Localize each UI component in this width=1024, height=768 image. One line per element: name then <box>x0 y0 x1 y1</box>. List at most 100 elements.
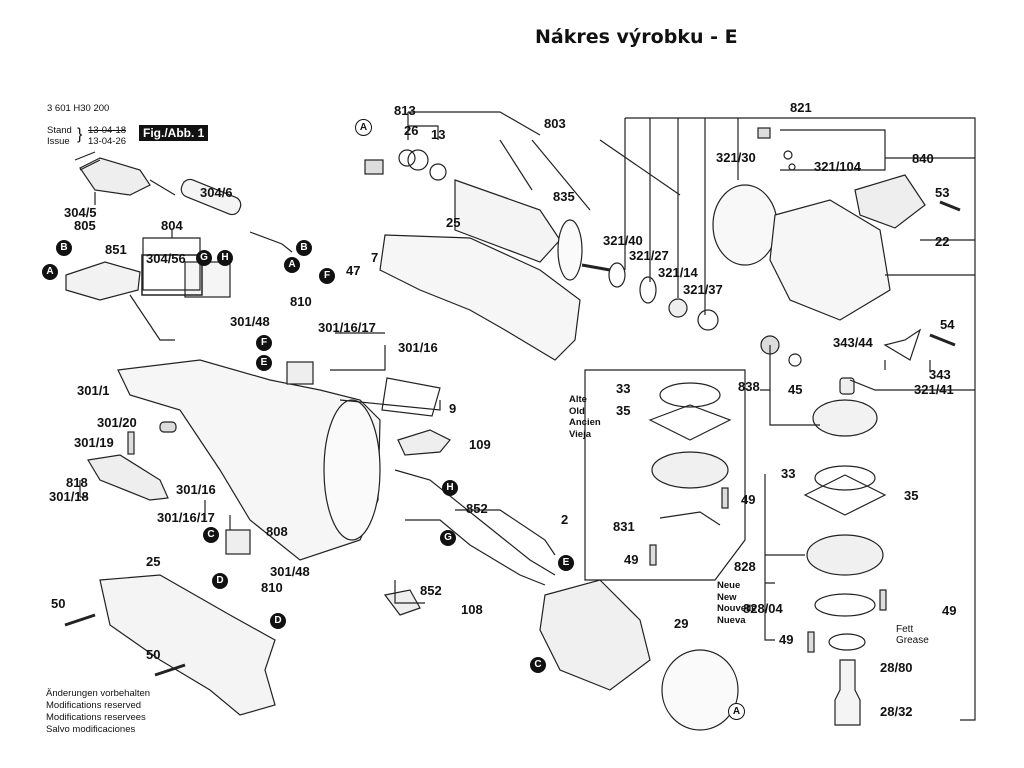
callout-321-40: 321/40 <box>603 233 643 248</box>
part-number: 3 601 H30 200 <box>47 103 110 114</box>
callout-828-04: 828/04 <box>743 601 783 616</box>
callout-49-old-left: 49 <box>624 552 639 567</box>
old-label-fr: Ancien <box>569 417 601 428</box>
connector-h-bottom: H <box>442 480 458 496</box>
field-coil-drawing <box>383 469 739 731</box>
callout-28-80: 28/80 <box>880 660 913 675</box>
callout-301-48-top: 301/48 <box>230 314 270 329</box>
callout-321-14: 321/14 <box>658 265 698 280</box>
callout-804: 804 <box>161 218 183 233</box>
old-label-de: Alte <box>569 394 587 405</box>
callout-35-old: 35 <box>616 403 631 418</box>
handle-bottom-drawing <box>99 574 276 716</box>
connector-h-top: H <box>217 250 233 266</box>
callout-301-20: 301/20 <box>97 415 137 430</box>
grease-note: Fett Grease <box>896 624 929 646</box>
callout-25-top: 25 <box>446 215 461 230</box>
callout-50-bottom: 50 <box>146 647 161 662</box>
part-818-drawing <box>87 454 169 501</box>
connector-f-mid: F <box>256 335 272 351</box>
old-bearing-flange-drawing <box>648 382 732 566</box>
figure-label: Fig./Abb. 1 <box>139 125 209 141</box>
callout-109: 109 <box>469 437 491 452</box>
connector-b-left: B <box>56 240 72 256</box>
callout-26: 26 <box>404 123 419 138</box>
callout-301-1: 301/1 <box>77 383 110 398</box>
grease-label-de: Fett <box>896 624 914 635</box>
callout-54: 54 <box>940 317 955 332</box>
callout-803: 803 <box>544 116 566 131</box>
grease-label-en: Grease <box>896 635 929 646</box>
connector-d-right: D <box>270 613 286 629</box>
callout-304-56: 304/56 <box>146 251 186 266</box>
callout-840: 840 <box>912 151 934 166</box>
callout-13: 13 <box>431 127 446 142</box>
switch-box-drawing <box>65 254 231 341</box>
callout-813: 813 <box>394 103 416 118</box>
callout-25-bottom: 25 <box>146 554 161 569</box>
part-109-drawing <box>397 429 451 456</box>
screw-50a-drawing <box>64 613 96 627</box>
old-label-en: Old <box>569 405 585 417</box>
connector-e-mid: E <box>256 355 272 371</box>
new-label-en: New <box>717 591 737 603</box>
callout-7: 7 <box>371 250 379 265</box>
callout-818: 818 <box>66 475 88 490</box>
connector-a-outline-top: A <box>355 119 372 136</box>
armature-drawing <box>364 149 611 281</box>
issue-date: 13-04-26 <box>88 136 127 147</box>
screw-50b-drawing <box>154 663 186 677</box>
page-title: Nákres výrobku - E <box>535 26 738 48</box>
stand-label: Stand <box>47 125 72 136</box>
callout-53: 53 <box>935 185 950 200</box>
stand-date: 13-04-18 <box>88 125 127 136</box>
callout-301-16-bottom: 301/16 <box>176 482 216 497</box>
disclaimer-de: Änderungen vorbehalten <box>46 688 151 699</box>
power-plug-drawing <box>74 151 293 253</box>
plate-9-drawing <box>381 377 441 417</box>
callout-50-left: 50 <box>51 596 66 611</box>
callout-838: 838 <box>738 379 760 394</box>
callout-810-top: 810 <box>290 294 312 309</box>
callout-852-top: 852 <box>466 501 488 516</box>
callout-301-48-bottom: 301/48 <box>270 564 310 579</box>
callout-22: 22 <box>935 234 950 249</box>
callout-343: 343 <box>929 367 951 382</box>
new-version-labels: Neue New Nouvelle Nueva <box>717 580 757 626</box>
connector-f-top: F <box>319 268 335 284</box>
connector-g-top: G <box>196 250 212 266</box>
connector-c-bottom: C <box>530 657 546 673</box>
callout-301-16-top: 301/16 <box>398 340 438 355</box>
brace-glyph: } <box>77 126 83 143</box>
callout-852-bottom: 852 <box>420 583 442 598</box>
callout-821: 821 <box>790 100 812 115</box>
callout-2: 2 <box>561 512 569 527</box>
callout-321-37: 321/37 <box>683 282 723 297</box>
brush-holder-bottom-drawing <box>225 529 251 555</box>
disclaimer-es: Salvo modificaciones <box>46 724 136 735</box>
callout-49-old-right: 49 <box>741 492 756 507</box>
connector-g-bottom: G <box>440 530 456 546</box>
old-version-frame <box>584 369 746 581</box>
new-label-de: Neue <box>717 580 741 591</box>
handle-top-drawing <box>379 234 581 361</box>
callout-321-30: 321/30 <box>716 150 756 165</box>
callout-49-new-right: 49 <box>942 603 957 618</box>
callout-343-44: 343/44 <box>833 335 873 350</box>
callout-321-27: 321/27 <box>629 248 669 263</box>
callout-108: 108 <box>461 602 483 617</box>
callout-805: 805 <box>74 218 96 233</box>
callout-304-5: 304/5 <box>64 205 97 220</box>
callout-835: 835 <box>553 189 575 204</box>
callout-28-32: 28/32 <box>880 704 913 719</box>
new-bearing-flange-drawing <box>803 399 887 726</box>
disclaimer: Änderungen vorbehalten Modifications res… <box>46 688 150 736</box>
callout-828: 828 <box>734 559 756 574</box>
callout-33-new: 33 <box>781 466 796 481</box>
gear-head-drawing <box>608 127 961 395</box>
callout-301-16-17-top: 301/16/17 <box>318 320 376 335</box>
connector-a-left: A <box>42 264 58 280</box>
disclaimer-fr: Modifications reservees <box>46 712 146 723</box>
callout-831: 831 <box>613 519 635 534</box>
